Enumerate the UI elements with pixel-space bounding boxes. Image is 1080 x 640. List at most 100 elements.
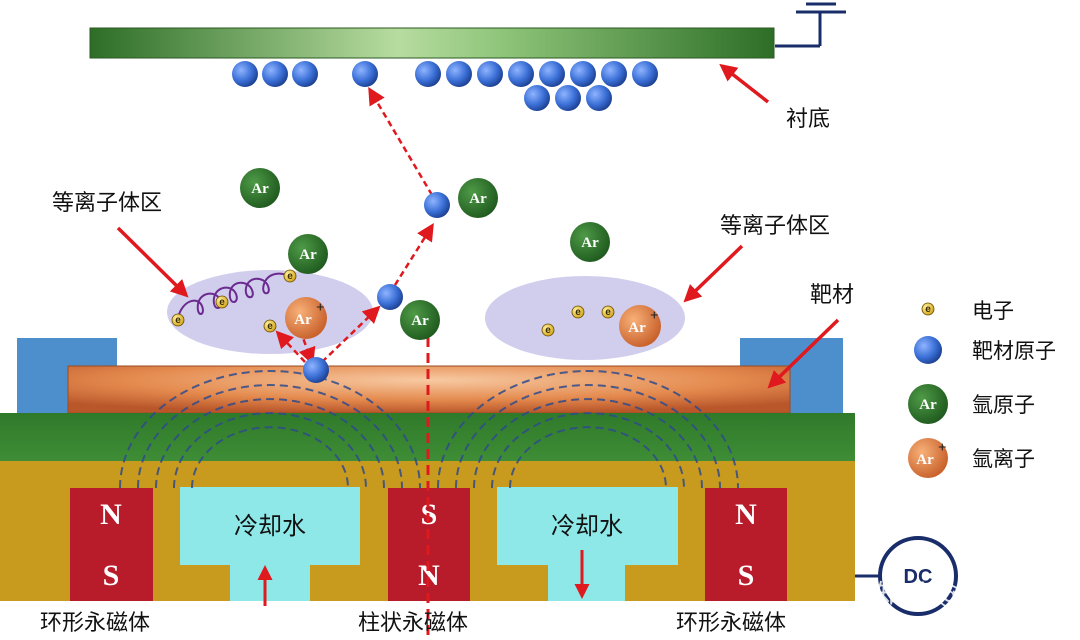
deposited-atom <box>601 61 627 87</box>
dc-label: DC <box>904 566 933 588</box>
legend: e 电子 靶材原子 Ar 氩原子 Ar + 氩离子 <box>908 299 1056 478</box>
ring-magnet-left-label: 环形永磁体 <box>40 611 150 636</box>
cooling-water-label-right: 冷却水 <box>551 512 623 540</box>
ground-symbol <box>775 2 846 48</box>
argon-atom-symbol: Ar <box>581 235 599 251</box>
magnet-center-bottom-pole: N <box>418 559 440 592</box>
atom-travel-arrow-1 <box>393 223 434 286</box>
field-line <box>155 398 385 489</box>
electron-symbol: e <box>267 321 273 332</box>
legend-target-atom-label: 靶材原子 <box>972 339 1056 363</box>
electron-symbol: e <box>175 315 181 326</box>
substrate-plate <box>89 27 775 59</box>
legend-argon-ion-sign: + <box>938 440 947 456</box>
dc-power-supply <box>878 536 958 616</box>
electron <box>571 305 585 319</box>
plasma-right-label: 等离子体区 <box>720 214 830 239</box>
electron <box>283 269 297 283</box>
deposited-atom <box>477 61 503 87</box>
field-line <box>191 426 349 489</box>
electron <box>263 319 277 333</box>
legend-electron-symbol: e <box>925 304 931 315</box>
electron <box>171 313 185 327</box>
deposited-atom <box>446 61 472 87</box>
deposited-atom <box>352 61 378 87</box>
deposited-atom <box>232 61 258 87</box>
substrate-pointer-arrow <box>719 63 770 104</box>
magnet-left-bottom-pole: S <box>103 559 120 592</box>
argon-atom <box>240 168 280 208</box>
target-label: 靶材 <box>810 283 854 308</box>
legend-argon-atom-label: 氩原子 <box>972 393 1035 417</box>
target-atom <box>377 284 403 310</box>
target-pointer-arrow <box>767 318 840 389</box>
argon-atom <box>570 222 610 262</box>
magnet-left-top-pole: N <box>100 498 122 531</box>
electron-symbol: e <box>575 307 581 318</box>
legend-argon-atom-symbol: Ar <box>919 397 937 413</box>
magnet-right-bottom-pole: S <box>738 559 755 592</box>
deposited-atoms <box>232 61 658 111</box>
plasma-left-label: 等离子体区 <box>52 191 162 216</box>
argon-ion <box>285 297 327 339</box>
legend-electron-label: 电子 <box>972 299 1014 323</box>
electron <box>541 323 555 337</box>
electron-symbol: e <box>605 307 611 318</box>
legend-target-atom-icon <box>914 336 942 364</box>
cooling-channel-left <box>180 487 360 601</box>
deposited-atom <box>555 85 581 111</box>
argon-atom <box>288 234 328 274</box>
ring-magnet-right-label: 环形永磁体 <box>676 611 786 636</box>
electron-symbol: e <box>219 297 225 308</box>
cooling-water-label-left: 冷却水 <box>234 512 306 540</box>
target-atom <box>303 357 329 383</box>
magnet-ring-left <box>70 488 153 601</box>
argon-ion-sign: + <box>650 308 659 324</box>
field-line <box>119 370 421 489</box>
electron-symbol: e <box>545 325 551 336</box>
magnet-ring-right <box>705 488 787 601</box>
watermark: 知乎 @Evan <box>876 580 1027 610</box>
legend-argon-atom-icon <box>908 384 948 424</box>
field-line <box>455 384 721 489</box>
cooling-channel-right <box>497 487 678 601</box>
field-line <box>173 412 367 489</box>
argon-ion-symbol: Ar <box>294 312 312 328</box>
legend-argon-ion-symbol: Ar <box>916 452 934 468</box>
field-line <box>137 384 403 489</box>
argon-atom-symbol: Ar <box>469 191 487 207</box>
atom-travel-arrow-2 <box>368 86 434 196</box>
argon-ion-symbol: Ar <box>628 320 646 336</box>
plasma-left-pointer-arrow <box>116 226 189 298</box>
electron-spiral-path <box>177 272 289 319</box>
ejection-arrow-right <box>321 305 381 363</box>
legend-argon-ion-label: 氩离子 <box>972 447 1035 471</box>
deposited-atom <box>262 61 288 87</box>
column-magnet-label: 柱状永磁体 <box>358 611 468 636</box>
electron <box>215 295 229 309</box>
argon-atom-symbol: Ar <box>299 247 317 263</box>
deposited-atom <box>524 85 550 111</box>
ejection-arrow-left <box>275 330 306 363</box>
field-line <box>437 370 739 489</box>
argon-atom <box>458 178 498 218</box>
argon-atom-symbol: Ar <box>251 181 269 197</box>
field-line <box>491 412 685 489</box>
deposited-atom <box>539 61 565 87</box>
legend-argon-ion-icon <box>908 438 948 478</box>
deposited-atom <box>570 61 596 87</box>
argon-atom <box>400 300 440 340</box>
argon-ion-sign: + <box>316 300 325 316</box>
field-line <box>509 426 667 489</box>
plasma-right-pointer-arrow <box>683 244 744 303</box>
deposited-atom <box>632 61 658 87</box>
deposited-atom <box>415 61 441 87</box>
deposited-atom <box>586 85 612 111</box>
electron-symbol: e <box>287 271 293 282</box>
deposited-atom <box>508 61 534 87</box>
substrate-label: 衬底 <box>786 107 830 132</box>
legend-electron-icon <box>921 302 935 316</box>
electron <box>601 305 615 319</box>
